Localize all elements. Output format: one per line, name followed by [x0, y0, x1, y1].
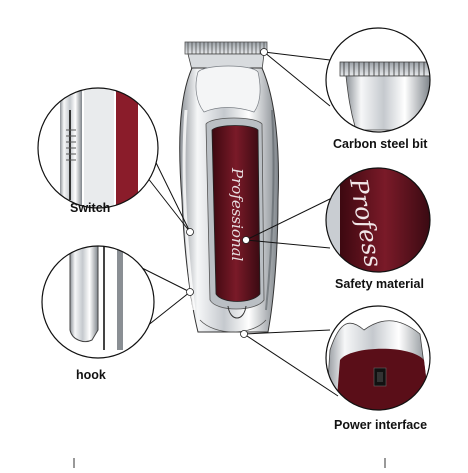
panel-dot: [242, 236, 250, 244]
clipper-illustration: Professional: [179, 41, 279, 333]
switch-label: Switch: [70, 201, 111, 215]
power-detail-circle: [325, 305, 431, 411]
hook-dot: [186, 288, 194, 296]
safety-material-label: Safety material: [335, 277, 424, 291]
switch-dot: [186, 228, 194, 236]
carbon-detail-circle: [325, 27, 431, 133]
hook-label: hook: [76, 368, 106, 382]
brand-script: Professional: [228, 167, 246, 262]
port-dot: [240, 330, 248, 338]
safety-detail-circle: Profess: [325, 167, 431, 273]
power-interface-label: Power interface: [334, 418, 428, 432]
switch-detail-circle: [37, 87, 159, 209]
carbon-steel-label: Carbon steel bit: [333, 137, 428, 151]
hook-detail-circle: [41, 245, 155, 359]
blade-dot: [260, 48, 268, 56]
